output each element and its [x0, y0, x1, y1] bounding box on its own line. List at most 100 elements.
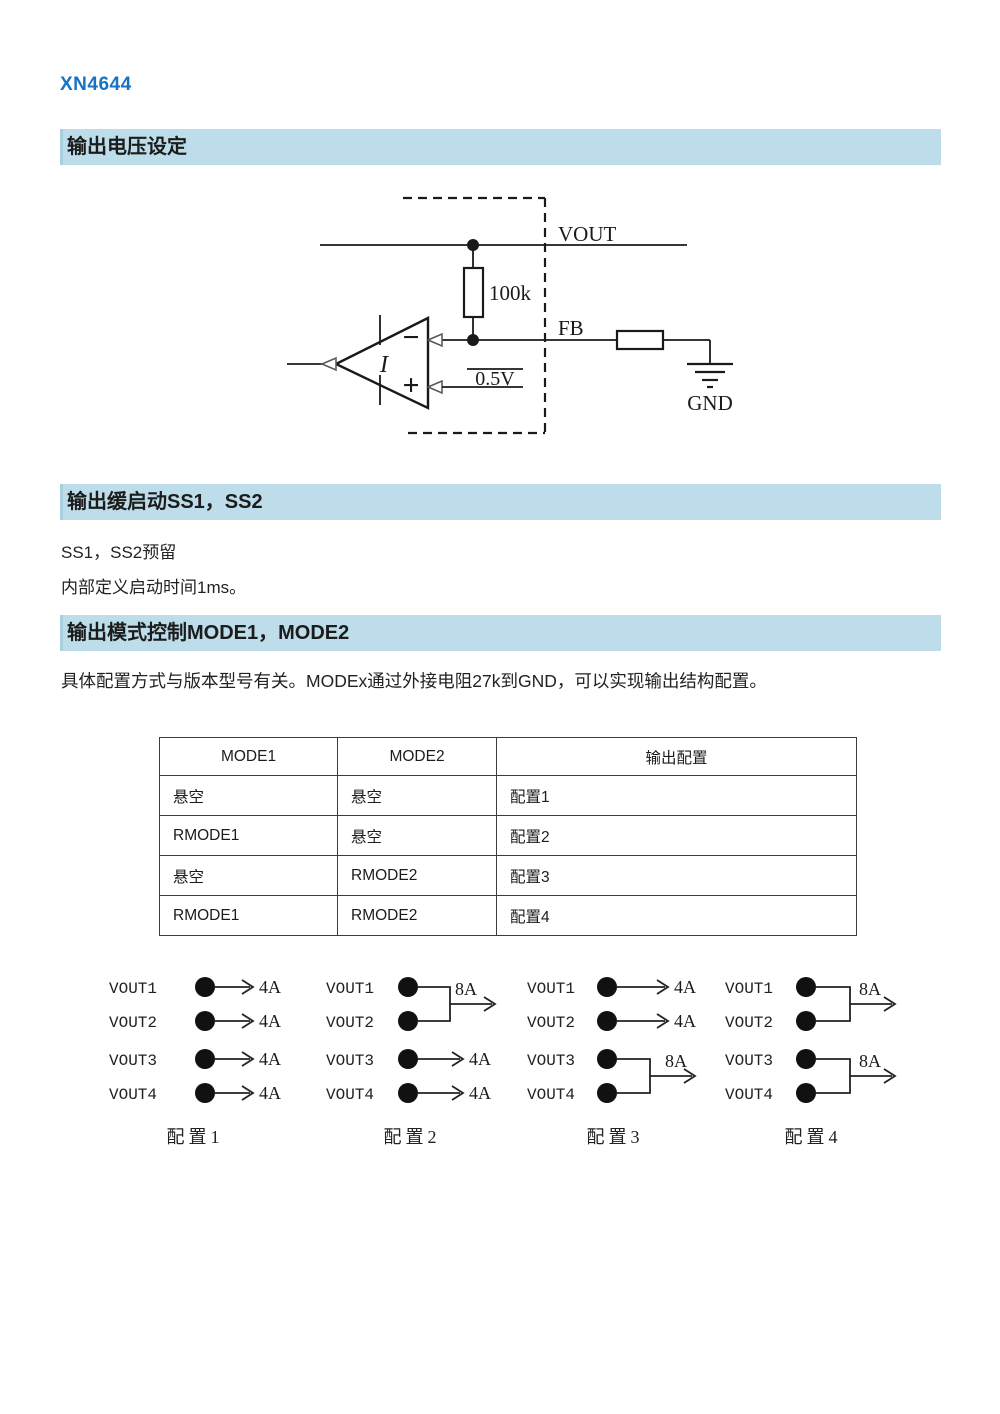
config-caption: 配置1: [166, 1127, 224, 1147]
pin-label: VOUT2: [527, 1014, 575, 1032]
fb-label: FB: [558, 316, 584, 340]
current-label: 8A: [665, 1051, 687, 1071]
pin-dot: [597, 1011, 617, 1031]
table-row: 悬空 悬空 配置1: [159, 775, 857, 816]
mode-control-text: 具体配置方式与版本型号有关。MODEx通过外接电阻27k到GND，可以实现输出结…: [61, 671, 767, 691]
config-diagram-3: VOUT1 4A VOUT2 4A VOUT3 VOUT4 8A 配置3: [515, 963, 715, 1158]
pin-dot: [195, 1011, 215, 1031]
pin-dot: [597, 977, 617, 997]
pin-label: VOUT2: [326, 1014, 374, 1032]
pin-dot: [195, 1049, 215, 1069]
arrowhead-icon: [451, 1051, 465, 1067]
config-caption: 配置3: [586, 1127, 644, 1147]
pin-dot: [796, 1011, 816, 1031]
table-cell: 配置1: [496, 775, 857, 816]
pin-label: VOUT3: [109, 1052, 157, 1070]
config-caption: 配置2: [383, 1127, 441, 1147]
arrowhead-icon: [241, 1085, 255, 1101]
arrowhead-icon: [451, 1085, 465, 1101]
config-3-svg: VOUT1 4A VOUT2 4A VOUT3 VOUT4 8A: [527, 977, 697, 1104]
arrowhead-icon: [656, 979, 670, 995]
current-label: 4A: [674, 977, 696, 997]
pin-label: VOUT4: [109, 1086, 157, 1104]
page-title: XN4644: [60, 74, 132, 95]
pair-bracket: [617, 1058, 651, 1094]
table-cell: 悬空: [159, 775, 338, 816]
pin-label: VOUT4: [725, 1086, 773, 1104]
opamp-triangle: [333, 316, 430, 410]
pin-label: VOUT1: [109, 980, 157, 998]
current-label: 4A: [674, 1011, 696, 1031]
pin-dot: [796, 1083, 816, 1103]
vref-input-arrow-icon: [426, 379, 443, 395]
table-header-mode2: MODE2: [337, 737, 497, 776]
arrowhead-icon: [241, 979, 255, 995]
mode-table: MODE1 MODE2 输出配置 悬空 悬空 配置1 RMODE1 悬空 配置2…: [159, 737, 857, 936]
pair-bracket: [816, 1058, 851, 1094]
vref-label: 0.5V: [475, 368, 515, 390]
inverting-input-sign: −: [402, 321, 419, 354]
resistor-100k-label: 100k: [489, 281, 532, 305]
arrowhead-icon: [883, 996, 897, 1012]
soft-start-text-1: SS1，SS2预留: [61, 543, 177, 562]
pin-label: VOUT4: [326, 1086, 374, 1104]
resistor-100k: [462, 266, 485, 319]
fb-node-dot: [467, 334, 479, 346]
arrowhead-icon: [483, 996, 497, 1012]
pair-bracket: [816, 986, 851, 1022]
table-cell: RMODE2: [337, 895, 497, 936]
pin-dot: [195, 977, 215, 997]
table-row: 悬空 RMODE2 配置3: [159, 855, 857, 896]
pin-label: VOUT1: [326, 980, 374, 998]
external-resistor: [615, 329, 665, 351]
pin-label: VOUT1: [725, 980, 773, 998]
soft-start-text-2: 内部定义启动时间1ms。: [61, 578, 247, 597]
gnd-label: GND: [687, 391, 733, 415]
table-row: RMODE1 悬空 配置2: [159, 815, 857, 856]
config-2-svg: VOUT1 VOUT2 8A VOUT3 4A VOUT4 4A: [326, 977, 497, 1104]
pin-dot: [597, 1049, 617, 1069]
pin-label: VOUT3: [326, 1052, 374, 1070]
pin-label: VOUT1: [527, 980, 575, 998]
config-1-svg: VOUT1 4A VOUT2 4A VOUT3 4A VOUT4 4A: [109, 977, 281, 1104]
current-label: 4A: [259, 977, 281, 997]
pin-dot: [597, 1083, 617, 1103]
pin-label: VOUT3: [725, 1052, 773, 1070]
config-caption: 配置4: [784, 1127, 842, 1147]
pin-dot: [398, 1049, 418, 1069]
table-cell: 悬空: [159, 855, 338, 896]
circuit-svg: VOUT 100k FB GND I − +: [287, 196, 733, 435]
section-header-soft-start: 输出缓启动SS1，SS2: [60, 484, 941, 520]
current-label: 4A: [469, 1049, 491, 1069]
arrowhead-icon: [241, 1051, 255, 1067]
pin-dot: [195, 1083, 215, 1103]
section-header-mode-control: 输出模式控制MODE1，MODE2: [60, 615, 941, 651]
output-arrow-icon: [320, 356, 337, 372]
table-header-output-config: 输出配置: [496, 737, 857, 776]
current-label: 8A: [455, 979, 477, 999]
table-cell: 配置3: [496, 855, 857, 896]
pin-dot: [398, 1083, 418, 1103]
table-cell: RMODE1: [159, 895, 338, 936]
pin-label: VOUT4: [527, 1086, 575, 1104]
table-cell: 配置2: [496, 815, 857, 856]
table-cell: 配置4: [496, 895, 857, 936]
section-header-output-voltage: 输出电压设定: [60, 129, 941, 165]
current-label: 4A: [259, 1049, 281, 1069]
config-diagram-2: VOUT1 VOUT2 8A VOUT3 4A VOUT4 4A 配置2: [312, 963, 512, 1158]
config-4-svg: VOUT1 VOUT2 8A VOUT3 VOUT4 8A: [725, 977, 897, 1104]
opamp-label: I: [379, 352, 389, 378]
table-cell: 悬空: [337, 815, 497, 856]
pin-dot: [796, 1049, 816, 1069]
pair-bracket: [418, 986, 451, 1022]
noninverting-input-sign: +: [402, 369, 419, 402]
arrowhead-icon: [683, 1068, 697, 1084]
table-cell: RMODE2: [337, 855, 497, 896]
config-diagram-4: VOUT1 VOUT2 8A VOUT3 VOUT4 8A 配置4: [713, 963, 913, 1158]
arrowhead-icon: [883, 1068, 897, 1084]
pin-label: VOUT2: [725, 1014, 773, 1032]
current-label: 4A: [259, 1011, 281, 1031]
pin-label: VOUT3: [527, 1052, 575, 1070]
pin-dot: [398, 977, 418, 997]
